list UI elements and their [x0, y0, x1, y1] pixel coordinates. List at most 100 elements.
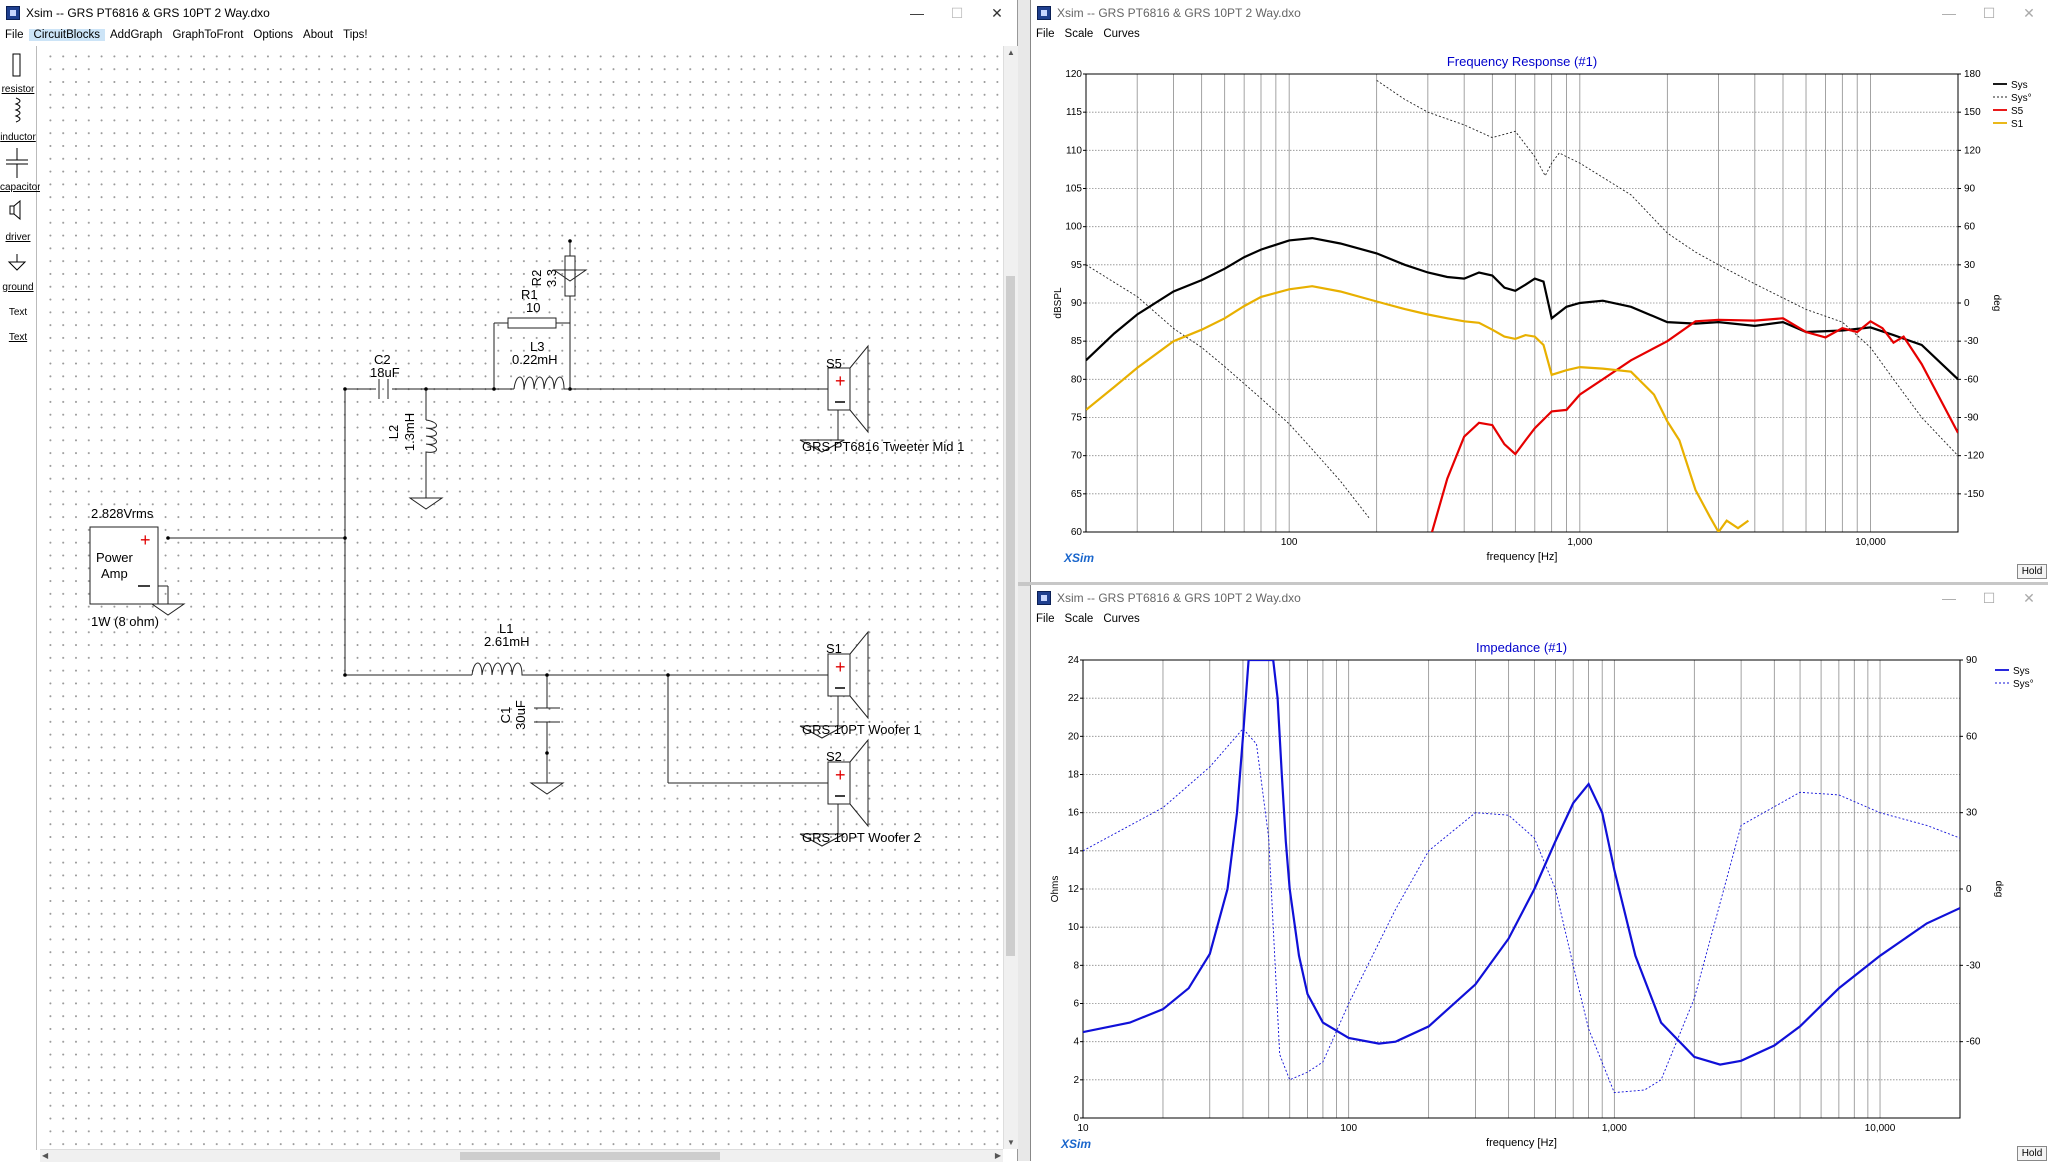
y2-tick-label: 0	[1966, 884, 1972, 895]
menu-tips[interactable]: Tips!	[343, 29, 368, 41]
scroll-right-icon[interactable]: ▶	[994, 1151, 1001, 1160]
menu-addgraph[interactable]: AddGraph	[110, 29, 163, 41]
horizontal-scrollbar[interactable]: ◀ ▶	[40, 1149, 1003, 1162]
minimize-button[interactable]: —	[1942, 590, 1956, 606]
y2-tick-label: 60	[1964, 222, 1976, 233]
y2-axis-label: deg	[1991, 295, 2002, 312]
app-icon	[1037, 6, 1051, 20]
tool-driver[interactable]: driver	[5, 232, 31, 243]
tool-resistor[interactable]: resistor	[1, 84, 35, 95]
y-axis-label: dBSPL	[1053, 287, 1064, 319]
circuit-editor-window: Xsim -- GRS PT6816 & GRS 10PT 2 Way.dxo …	[0, 0, 1018, 1162]
scroll-down-icon[interactable]: ▼	[1007, 1138, 1015, 1147]
y-tick-label: 16	[1068, 808, 1080, 819]
r2-name: R2	[529, 270, 544, 287]
scroll-thumb[interactable]	[460, 1152, 720, 1160]
scroll-left-icon[interactable]: ◀	[42, 1151, 49, 1160]
s2-name: S2	[826, 749, 842, 764]
close-button[interactable]: ✕	[2023, 4, 2035, 21]
title-bar[interactable]: Xsim -- GRS PT6816 & GRS 10PT 2 Way.dxo …	[0, 0, 1017, 26]
inductor-l3[interactable]	[513, 376, 570, 390]
y2-tick-label: 30	[1964, 260, 1976, 271]
speaker-s5[interactable]	[799, 344, 869, 453]
resistor-icon	[12, 53, 21, 77]
circuit-canvas[interactable]: + 2.828Vrms Power Amp 1W (8 ohm) C2 18uF…	[40, 46, 1003, 1149]
menu-file[interactable]: File	[1036, 613, 1055, 625]
y-tick-label: 14	[1068, 846, 1080, 857]
x-tick-label: 10,000	[1855, 537, 1886, 548]
plus-icon: +	[835, 765, 846, 785]
speaker-s1[interactable]	[799, 630, 869, 739]
y2-tick-label: 60	[1966, 731, 1978, 742]
s1-label: GRS 10PT Woofer 1	[802, 722, 921, 737]
y-tick-label: 24	[1068, 655, 1080, 666]
title-bar[interactable]: Xsim -- GRS PT6816 & GRS 10PT 2 Way.dxo …	[1031, 0, 2048, 26]
y-tick-label: 85	[1071, 336, 1083, 347]
capacitor-c1[interactable]	[534, 707, 560, 723]
x-tick-label: 100	[1340, 1123, 1357, 1134]
tool-text-underlined[interactable]: Text	[8, 332, 28, 343]
hold-button[interactable]: Hold	[2017, 564, 2047, 579]
chart-title: Impedance (#1)	[1476, 640, 1567, 655]
maximize-button[interactable]: ☐	[1982, 4, 1996, 21]
tool-capacitor[interactable]: capacitor	[0, 182, 41, 193]
close-button[interactable]: ✕	[2023, 589, 2035, 606]
y-tick-label: 12	[1068, 884, 1080, 895]
r1-value: 10	[526, 300, 540, 315]
tool-ground[interactable]: ground	[2, 282, 34, 293]
menu-scale[interactable]: Scale	[1064, 613, 1094, 625]
series-group	[1083, 660, 1960, 1094]
scroll-up-icon[interactable]: ▲	[1007, 48, 1015, 57]
tool-inductor[interactable]: inductor	[0, 132, 36, 143]
maximize-button[interactable]: ☐	[1982, 589, 1996, 606]
resistor-r1[interactable]	[507, 317, 557, 329]
menu-about[interactable]: About	[303, 29, 334, 41]
legend-label: Sys	[2013, 666, 2030, 677]
menu-file[interactable]: File	[1036, 28, 1055, 40]
l1-name: L1	[499, 621, 513, 636]
amp-voltage: 2.828Vrms	[91, 506, 154, 521]
y-tick-label: 95	[1071, 260, 1083, 271]
s1-name: S1	[826, 641, 842, 656]
minimize-button[interactable]: —	[1942, 5, 1956, 21]
y-tick-label: 115	[1066, 107, 1082, 118]
y-tick-label: 6	[1073, 999, 1079, 1010]
junction-dots	[166, 239, 670, 755]
menu-graphtofront[interactable]: GraphToFront	[172, 29, 244, 41]
inductor-l2[interactable]	[425, 419, 437, 458]
inductor-l1[interactable]	[471, 662, 527, 676]
l3-name: L3	[530, 339, 544, 354]
frequency-response-window: Xsim -- GRS PT6816 & GRS 10PT 2 Way.dxo …	[1030, 0, 2048, 582]
x-tick-label: 1,000	[1567, 537, 1592, 548]
menu-options[interactable]: Options	[253, 29, 294, 41]
hold-button[interactable]: Hold	[2017, 1146, 2047, 1161]
close-button[interactable]: ✕	[991, 4, 1003, 21]
resistor-r2[interactable]	[564, 255, 576, 297]
menu-curves[interactable]: Curves	[1103, 613, 1140, 625]
menu-file[interactable]: File	[5, 29, 24, 41]
speaker-s2[interactable]	[799, 738, 869, 847]
menu-circuitblocks[interactable]: CircuitBlocks	[28, 29, 105, 41]
title-bar[interactable]: Xsim -- GRS PT6816 & GRS 10PT 2 Way.dxo …	[1031, 585, 2048, 611]
x-tick-label: 10,000	[1865, 1123, 1896, 1134]
legend-label: S1	[2011, 119, 2024, 130]
menu-scale[interactable]: Scale	[1064, 28, 1094, 40]
frequency-response-chart[interactable]: 6065707580859095100105110115120-150-120-…	[1031, 44, 2048, 574]
scroll-thumb[interactable]	[1006, 276, 1015, 956]
minimize-button[interactable]: —	[910, 5, 924, 21]
capacitor-c2[interactable]	[378, 379, 389, 399]
y2-tick-label: 150	[1964, 107, 1981, 118]
y-tick-label: 60	[1071, 527, 1083, 538]
y2-tick-label: -90	[1964, 413, 1979, 424]
background-window-sliver	[1018, 0, 1030, 1161]
y2-tick-label: 90	[1966, 655, 1978, 666]
series-line-S5	[1430, 317, 1958, 532]
maximize-button[interactable]: ☐	[950, 4, 964, 21]
y2-tick-label: -60	[1966, 1037, 1981, 1048]
menu-curves[interactable]: Curves	[1103, 28, 1140, 40]
tool-text[interactable]: Text	[8, 307, 28, 318]
vertical-scrollbar[interactable]: ▲ ▼	[1003, 46, 1018, 1149]
l2-name: L2	[386, 425, 401, 439]
power-amp[interactable]: +	[89, 526, 186, 616]
